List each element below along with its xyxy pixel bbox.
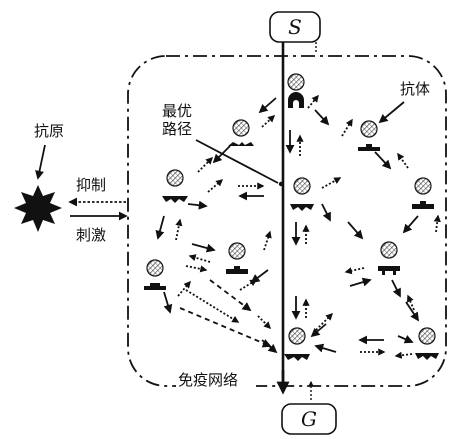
network-arrows	[158, 96, 438, 356]
goal-label: G	[301, 407, 317, 431]
antibody-9	[144, 260, 166, 290]
optimal-path-label-line2: 路径	[162, 120, 192, 138]
antibody-2	[228, 120, 254, 146]
antibody-10	[284, 328, 310, 361]
optimal-path-label-line1: 最优	[162, 102, 192, 120]
antibody-8	[378, 242, 400, 275]
start-node: S	[270, 12, 320, 42]
antibody-7	[226, 243, 248, 274]
antigen-star	[14, 185, 62, 232]
antibody-3	[358, 121, 380, 151]
antigen-label: 抗原	[34, 122, 64, 140]
antibody-4	[162, 170, 188, 203]
immune-network-label: 免疫网络	[178, 371, 238, 389]
suppress-label: 抑制	[76, 176, 106, 194]
antibody-label: 抗体	[400, 80, 430, 98]
stimulate-label: 刺激	[76, 226, 106, 244]
antibody-11	[415, 328, 439, 360]
goal-node: G	[282, 404, 336, 434]
antibody-5	[290, 178, 314, 211]
antibody-6	[412, 178, 434, 209]
start-label: S	[288, 15, 302, 39]
antibody-1	[288, 74, 304, 108]
